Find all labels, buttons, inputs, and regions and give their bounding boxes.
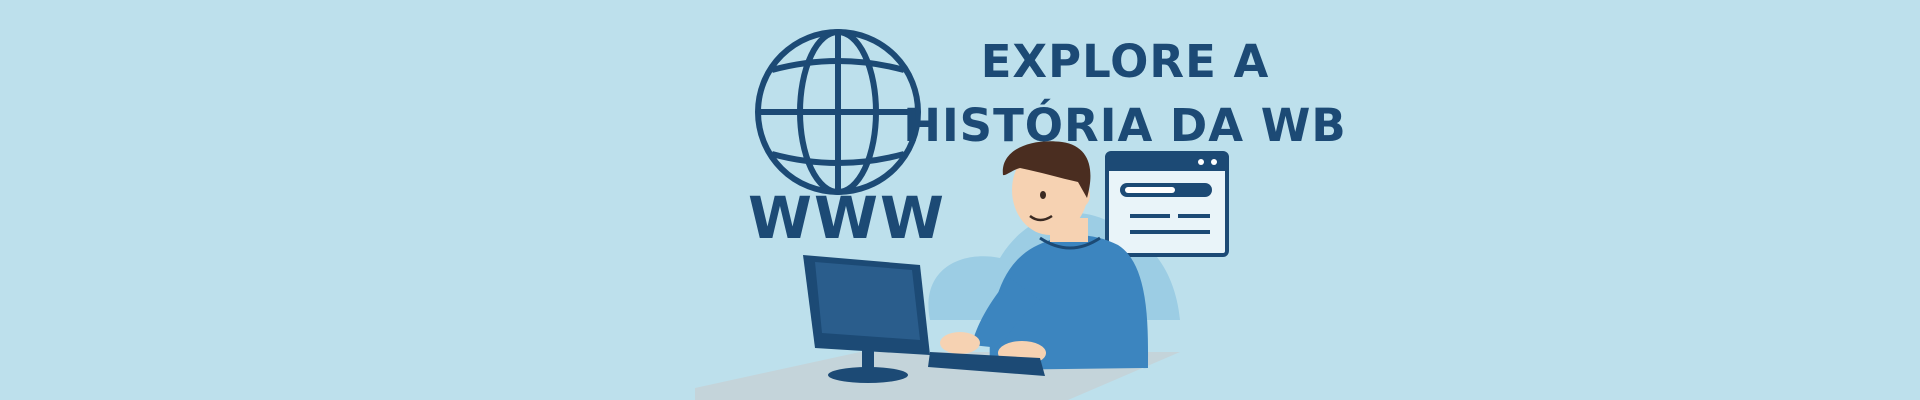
keyboard-icon: [928, 352, 1045, 376]
computer-monitor-icon: [803, 255, 930, 383]
headline: EXPLORE A HISTÓRIA DA WB: [900, 30, 1350, 158]
person: [940, 141, 1149, 370]
www-label: WWW: [748, 184, 946, 252]
hair: [1002, 141, 1091, 198]
globe-icon: [755, 29, 921, 195]
left-hand: [940, 332, 980, 354]
shirt: [989, 235, 1149, 370]
browser-window-icon: [1105, 151, 1229, 257]
headline-line-1: EXPLORE A: [980, 35, 1270, 88]
headline-line-2: HISTÓRIA DA WB: [903, 99, 1347, 152]
